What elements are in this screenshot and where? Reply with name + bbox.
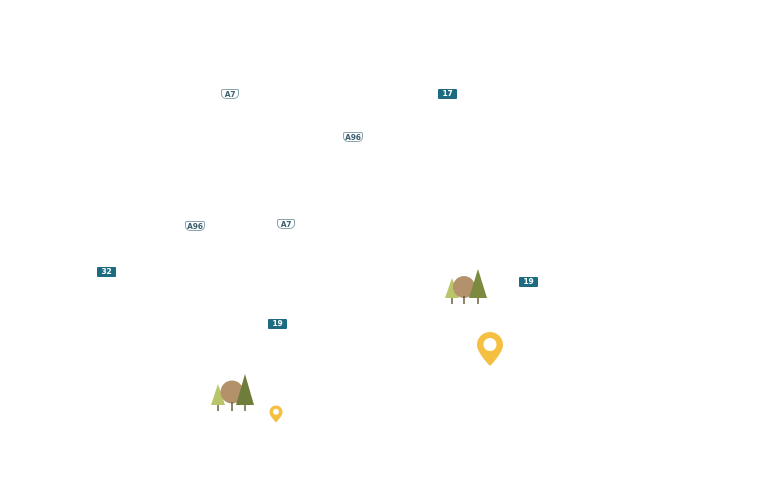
location-pin-icon[interactable] <box>476 331 504 367</box>
road-shield-17: 17 <box>438 89 457 99</box>
road-shield-a96: A96 <box>185 221 205 231</box>
road-shield-19: 19 <box>519 277 538 287</box>
forest-icon[interactable] <box>209 372 257 412</box>
road-shield-19: 19 <box>268 319 287 329</box>
road-shield-a7: A7 <box>221 89 239 99</box>
road-shield-a96: A96 <box>343 132 363 142</box>
road-shield-32: 32 <box>97 267 116 277</box>
road-shield-a7: A7 <box>277 219 295 229</box>
location-pin-icon[interactable] <box>269 405 283 423</box>
forest-icon[interactable] <box>442 266 490 306</box>
